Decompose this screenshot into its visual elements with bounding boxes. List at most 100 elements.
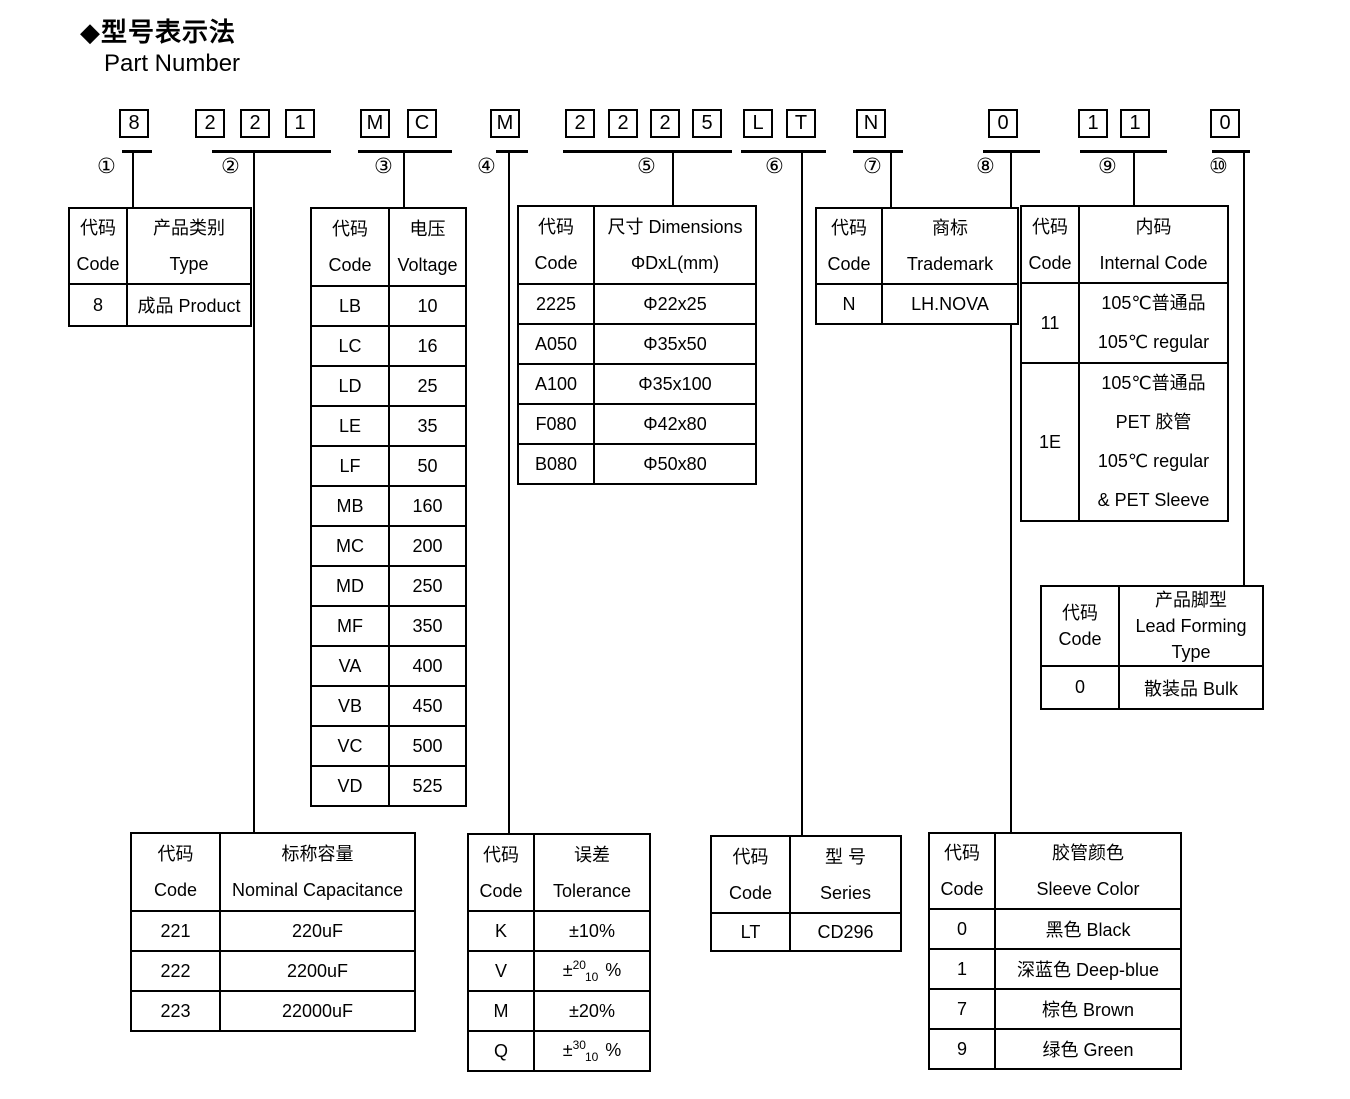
table-cell: VC — [310, 725, 390, 767]
table-cell: Q — [467, 1030, 535, 1072]
circled-index: ⑥ — [765, 155, 784, 178]
part-number-char-box: 1 — [1120, 109, 1150, 138]
table-cell: 散装品 Bulk — [1118, 665, 1264, 710]
part-number-char-box: T — [786, 109, 816, 138]
part-number-char-box: 8 — [119, 109, 149, 138]
table-cell: ±3010 % — [533, 1030, 651, 1072]
table-cell: MC — [310, 525, 390, 567]
table-cell: LD — [310, 365, 390, 407]
connector-line — [253, 152, 255, 832]
table-cell: 8 — [68, 283, 128, 327]
part-number-char-box: 0 — [988, 109, 1018, 138]
connector-line — [403, 152, 405, 207]
part-number-char-box: L — [743, 109, 773, 138]
connector-line — [1133, 152, 1135, 205]
part-number-char-box: 1 — [1078, 109, 1108, 138]
table-cell: 1 — [928, 948, 996, 990]
table-cell: Φ35x100 — [593, 363, 757, 405]
part-number-char-box: 2 — [195, 109, 225, 138]
table-cell: 35 — [388, 405, 467, 447]
circled-index: ③ — [374, 155, 393, 178]
table-cell: 222 — [130, 950, 221, 992]
table-cell: 成品 Product — [126, 283, 252, 327]
part-number-char-box: M — [360, 109, 390, 138]
table-cell: LE — [310, 405, 390, 447]
table-cell: 350 — [388, 605, 467, 647]
table-cell: F080 — [517, 403, 595, 445]
table-cell: M — [467, 990, 535, 1032]
table-cell: 220uF — [219, 910, 416, 952]
table-cell: 1E — [1020, 362, 1080, 522]
group-underline — [563, 150, 732, 153]
table-cell: K — [467, 910, 535, 952]
table-cell: Φ22x25 — [593, 283, 757, 325]
table-cell: MF — [310, 605, 390, 647]
table-cell: 绿色 Green — [994, 1028, 1182, 1070]
table-row: V±2010 % — [467, 950, 651, 992]
part-number-char-box: 2 — [608, 109, 638, 138]
table-cell: 400 — [388, 645, 467, 687]
table-cell: LB — [310, 285, 390, 327]
circled-index: ⑤ — [637, 155, 656, 178]
connector-line — [672, 152, 674, 205]
table-cell: B080 — [517, 443, 595, 485]
group-underline — [741, 150, 826, 153]
connector-line — [890, 152, 892, 207]
connector-line — [1243, 152, 1245, 585]
table-cell: VA — [310, 645, 390, 687]
group-underline — [1212, 150, 1250, 153]
table-cell: CD296 — [789, 912, 902, 952]
table-cell: A050 — [517, 323, 595, 365]
table-cell: 25 — [388, 365, 467, 407]
table-row: M±20% — [467, 990, 651, 1032]
table-cell: 深蓝色 Deep-blue — [994, 948, 1182, 990]
connector-line — [508, 152, 510, 833]
table-cell: 11 — [1020, 282, 1080, 364]
table-cell: 221 — [130, 910, 221, 952]
group-underline — [122, 150, 152, 153]
table-cell: 2200uF — [219, 950, 416, 992]
